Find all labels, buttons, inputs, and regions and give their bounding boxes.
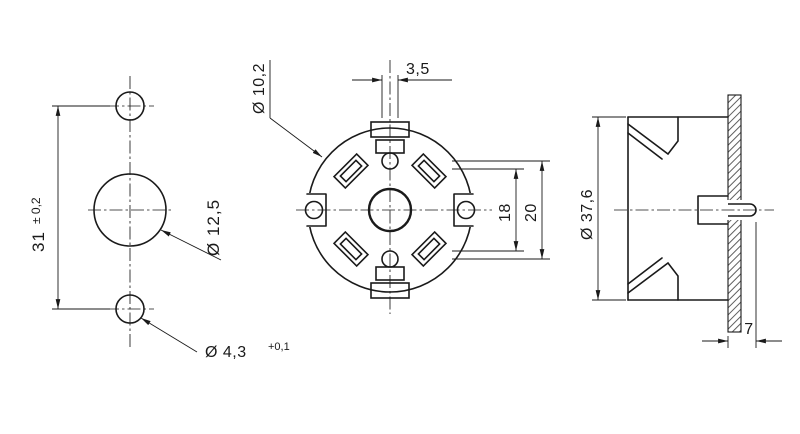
dim-center-hole: Ø 10,2 <box>251 60 323 158</box>
dim-pitch-outer: 20 <box>452 160 550 260</box>
contact-slot-upper-left <box>332 152 370 190</box>
center-contact-body <box>697 195 729 225</box>
dim-center-hole-label: Ø 10,2 <box>251 63 268 114</box>
mounting-hole-bottom <box>115 294 145 324</box>
dim-slot-width-label: 3,5 <box>406 61 430 78</box>
contact-slot-lower-left <box>332 230 370 268</box>
dim-mounting-hole-label: Ø 4,3 <box>205 344 247 361</box>
dim-pin-depth: 7 <box>702 222 782 348</box>
dim-hole-spacing: 31 ± 0,2 <box>29 105 110 310</box>
center-bore <box>93 173 167 247</box>
dim-hole-spacing-value: 31 <box>29 231 48 252</box>
dim-center-bore-label: Ø 12,5 <box>204 199 223 256</box>
dim-mounting-hole-tol: +0,1 <box>268 341 290 353</box>
dim-hole-spacing-tol: ± 0,2 <box>29 197 43 224</box>
front-view: 3,5 Ø 10,2 18 20 <box>251 60 550 314</box>
contact-slot-upper-right <box>410 152 448 190</box>
dim-mounting-hole: Ø 4,3 +0,1 <box>140 317 290 361</box>
mounting-hole-top <box>115 91 145 121</box>
dim-center-bore: Ø 12,5 <box>160 199 223 261</box>
dim-pitch-inner-label: 18 <box>497 203 514 222</box>
contact-slot-lower-right <box>410 230 448 268</box>
dim-slot-width: 3,5 <box>352 61 452 118</box>
dim-pitch-inner: 18 <box>452 168 524 252</box>
dim-body-diameter-label: Ø 37,6 <box>579 189 596 240</box>
spring-claw-bottom <box>627 261 679 301</box>
dim-pitch-outer-label: 20 <box>523 203 540 222</box>
dim-body-diameter: Ø 37,6 <box>579 116 626 301</box>
spring-claw-top <box>627 116 679 156</box>
side-view: Ø 37,6 7 <box>579 94 782 348</box>
dim-pin-depth-label: 7 <box>744 321 753 338</box>
left-view: 31 ± 0,2 Ø 12,5 Ø 4,3 +0,1 <box>29 76 290 361</box>
